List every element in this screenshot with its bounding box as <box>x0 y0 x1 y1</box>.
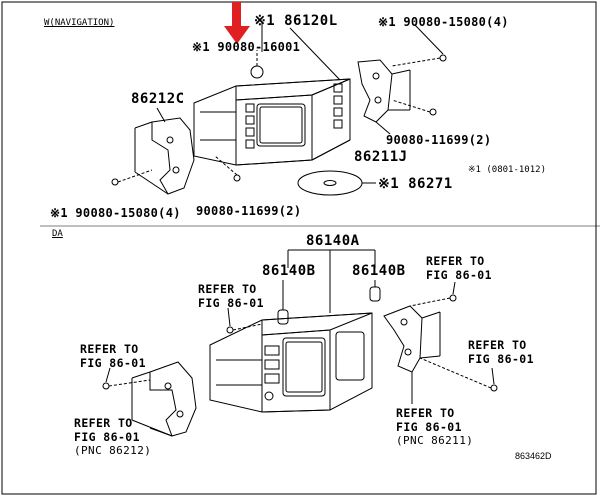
part-label-90080-16001: ※1 90080-16001 <box>192 40 301 54</box>
part-label-86140B-right: 86140B <box>352 263 406 279</box>
section-header-da: DA <box>52 229 63 239</box>
left-bracket-drawing <box>134 117 195 195</box>
refer-note-bottom-right: REFER TO FIG 86-01 (PNC 86211) <box>396 406 474 447</box>
part-label-90080-11699-left: 90080-11699(2) <box>196 204 302 218</box>
frame-border <box>1 1 597 495</box>
part-label-90080-15080-right: ※1 90080-15080(4) <box>378 15 509 29</box>
red-annotation-arrow <box>224 2 250 44</box>
part-label-90080-11699-right: 90080-11699(2) <box>386 133 492 147</box>
part-label-86140A: 86140A <box>306 233 360 249</box>
footnote-date-range: ※1 (0801-1012) <box>468 165 546 175</box>
part-label-86271: ※1 86271 <box>378 176 453 192</box>
part-label-86140B-left: 86140B <box>262 263 316 279</box>
refer-note-mid-right: REFER TO FIG 86-01 <box>468 338 534 366</box>
part-label-86120L: ※1 86120L <box>254 13 338 29</box>
disc-drawing <box>297 170 376 196</box>
screws-top <box>111 50 447 186</box>
screws-bottom <box>102 294 498 392</box>
refer-note-mid-left: REFER TO FIG 86-01 <box>80 342 146 370</box>
part-label-90080-15080-left: ※1 90080-15080(4) <box>50 206 181 220</box>
part-label-86212C: 86212C <box>131 91 185 107</box>
drawing-number: 863462D <box>515 451 552 461</box>
right-bracket-drawing <box>357 59 411 123</box>
right-bracket-bottom-drawing <box>383 305 441 373</box>
refer-note-bottom-left: REFER TO FIG 86-01 (PNC 86212) <box>74 416 152 457</box>
part-label-86211J: 86211J <box>354 149 408 165</box>
refer-note-top-left: REFER TO FIG 86-01 <box>198 282 264 310</box>
section-header-navigation: W(NAVIGATION) <box>44 18 115 28</box>
navigation-unit-drawing <box>193 78 351 166</box>
refer-note-top-right: REFER TO FIG 86-01 <box>426 254 492 282</box>
display-audio-unit-drawing <box>209 312 373 413</box>
